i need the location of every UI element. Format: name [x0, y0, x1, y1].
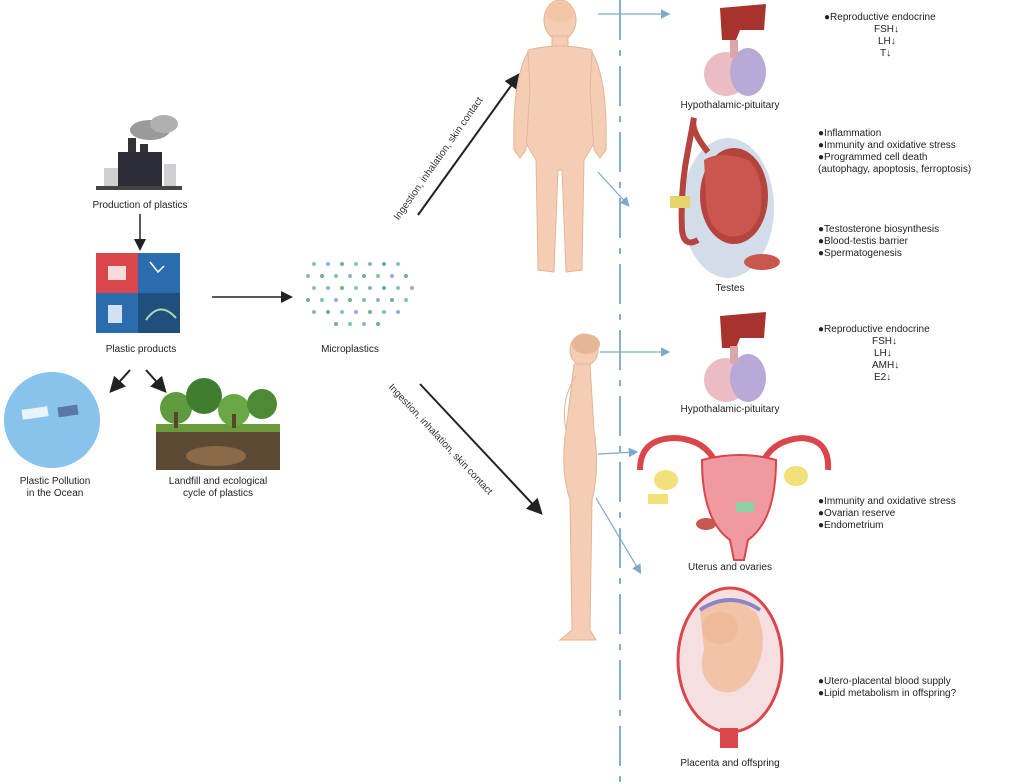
- microplastic-dot: [326, 262, 330, 266]
- microplastic-dot: [382, 262, 386, 266]
- effect-line: ●Testosterone biosynthesis: [818, 224, 940, 235]
- effect-line: ●Reproductive endocrine: [824, 12, 936, 23]
- microplastic-dot: [376, 274, 380, 278]
- effects-female-endocrine: ●Reproductive endocrine FSH↓ LH↓ AMH↓ E2…: [818, 324, 930, 384]
- hormone-t: T↓: [880, 48, 892, 59]
- effect-line: ●Reproductive endocrine: [818, 324, 930, 335]
- microplastic-dot: [340, 310, 344, 314]
- testes-icon: [670, 117, 780, 278]
- microplastic-dot: [348, 274, 352, 278]
- effect-line: ●Immunity and oxidative stress: [818, 496, 956, 507]
- effect-line: ●Blood-testis barrier: [818, 236, 908, 247]
- label-landfill: Landfill and ecological cycle of plastic…: [168, 476, 268, 499]
- microplastic-dot: [404, 298, 408, 302]
- label-male-hp: Hypothalamic-pituitary: [680, 100, 780, 111]
- effects-uterus: ●Immunity and oxidative stress ●Ovarian …: [818, 496, 956, 532]
- hormone-lh: LH↓: [874, 348, 892, 359]
- label-ocean: Plastic Pollution in the Ocean: [19, 476, 91, 499]
- arrow-products-to-landfill: [145, 369, 167, 393]
- male-body-figure: [513, 0, 607, 273]
- effect-line: ●Programmed cell death: [818, 152, 928, 163]
- pointer-female-uterus: [597, 447, 639, 458]
- microplastic-dot: [312, 310, 316, 314]
- microplastic-dot: [320, 298, 324, 302]
- microplastic-dot: [362, 298, 366, 302]
- microplastic-dot: [362, 274, 366, 278]
- ocean-icon: [4, 372, 100, 468]
- microplastic-dot: [368, 262, 372, 266]
- hormone-fsh: FSH↓: [872, 336, 897, 347]
- microplastic-dot: [340, 262, 344, 266]
- uterus-ovaries-icon: [637, 434, 832, 561]
- placenta-fetus-icon: [676, 586, 784, 748]
- label-products: Plastic products: [105, 344, 177, 355]
- microplastic-dot: [334, 298, 338, 302]
- effects-testes-a: ●Inflammation ●Immunity and oxidative st…: [818, 128, 971, 176]
- effect-line: ●Lipid metabolism in offspring?: [818, 688, 957, 699]
- microplastic-dot: [396, 310, 400, 314]
- effect-line: ●Ovarian reserve: [818, 508, 896, 519]
- hormone-amh: AMH↓: [872, 360, 900, 371]
- factory-icon: [96, 115, 182, 190]
- effects-male-endocrine: ●Reproductive endocrine FSH↓ LH↓ T↓: [824, 12, 936, 60]
- label-testes: Testes: [715, 283, 745, 294]
- arrow-products-to-ocean: [109, 369, 131, 393]
- landfill-icon: [156, 378, 280, 470]
- microplastic-dot: [306, 274, 310, 278]
- female-body-figure: [558, 333, 600, 641]
- microplastic-dot: [334, 274, 338, 278]
- microplastic-dot: [312, 286, 316, 290]
- microplastic-dot: [348, 322, 352, 326]
- label-female-hp: Hypothalamic-pituitary: [680, 404, 780, 415]
- microplastic-dot: [320, 274, 324, 278]
- microplastic-dot: [382, 310, 386, 314]
- label-microplastics: Microplastics: [321, 344, 379, 355]
- microplastic-dot: [410, 286, 414, 290]
- microplastic-dot: [396, 286, 400, 290]
- effects-testes-b: ●Testosterone biosynthesis ●Blood-testis…: [818, 224, 939, 260]
- effect-line: ●Endometrium: [818, 520, 884, 531]
- microplastic-dot: [404, 274, 408, 278]
- microplastic-dot: [368, 286, 372, 290]
- microplastic-dot: [354, 310, 358, 314]
- microplastic-dot: [368, 310, 372, 314]
- effect-line: ●Utero-placental blood supply: [818, 676, 951, 687]
- effect-line: ●Immunity and oxidative stress: [818, 140, 956, 151]
- microplastic-dot: [354, 262, 358, 266]
- effect-line: (autophagy, apoptosis, ferroptosis): [818, 164, 972, 175]
- female-pituitary-icon: [704, 312, 766, 402]
- plastic-products-icon: [96, 253, 180, 333]
- microplastic-dot: [396, 262, 400, 266]
- microplastic-dot: [312, 262, 316, 266]
- pointer-male-testes: [597, 171, 630, 207]
- effect-line: ●Spermatogenesis: [818, 248, 902, 259]
- microplastic-dot: [376, 298, 380, 302]
- hormone-lh: LH↓: [878, 36, 896, 47]
- microplastic-dot: [340, 286, 344, 290]
- effect-line: ●Inflammation: [818, 128, 882, 139]
- microplastic-dot: [382, 286, 386, 290]
- microplastic-dot: [376, 322, 380, 326]
- hormone-e2: E2↓: [874, 372, 892, 383]
- arrow-exposure-female: [419, 383, 543, 515]
- microplastic-dot: [362, 322, 366, 326]
- effects-placenta: ●Utero-placental blood supply ●Lipid met…: [818, 676, 956, 700]
- microplastic-dot: [390, 274, 394, 278]
- pointer-female-placenta: [595, 497, 642, 575]
- microplastic-dot: [334, 322, 338, 326]
- microplastic-dot: [326, 310, 330, 314]
- label-placenta: Placenta and offspring: [680, 758, 780, 769]
- male-pituitary-icon: [704, 4, 766, 96]
- microplastic-particles: [306, 262, 414, 326]
- microplastic-dot: [326, 286, 330, 290]
- microplastic-dot: [390, 298, 394, 302]
- arrow-exposure-male: [417, 72, 521, 216]
- hormone-fsh: FSH↓: [874, 24, 899, 35]
- microplastic-dot: [348, 298, 352, 302]
- microplastic-dot: [354, 286, 358, 290]
- microplastic-dot: [306, 298, 310, 302]
- label-uterus: Uterus and ovaries: [688, 562, 772, 573]
- label-production: Production of plastics: [92, 200, 188, 211]
